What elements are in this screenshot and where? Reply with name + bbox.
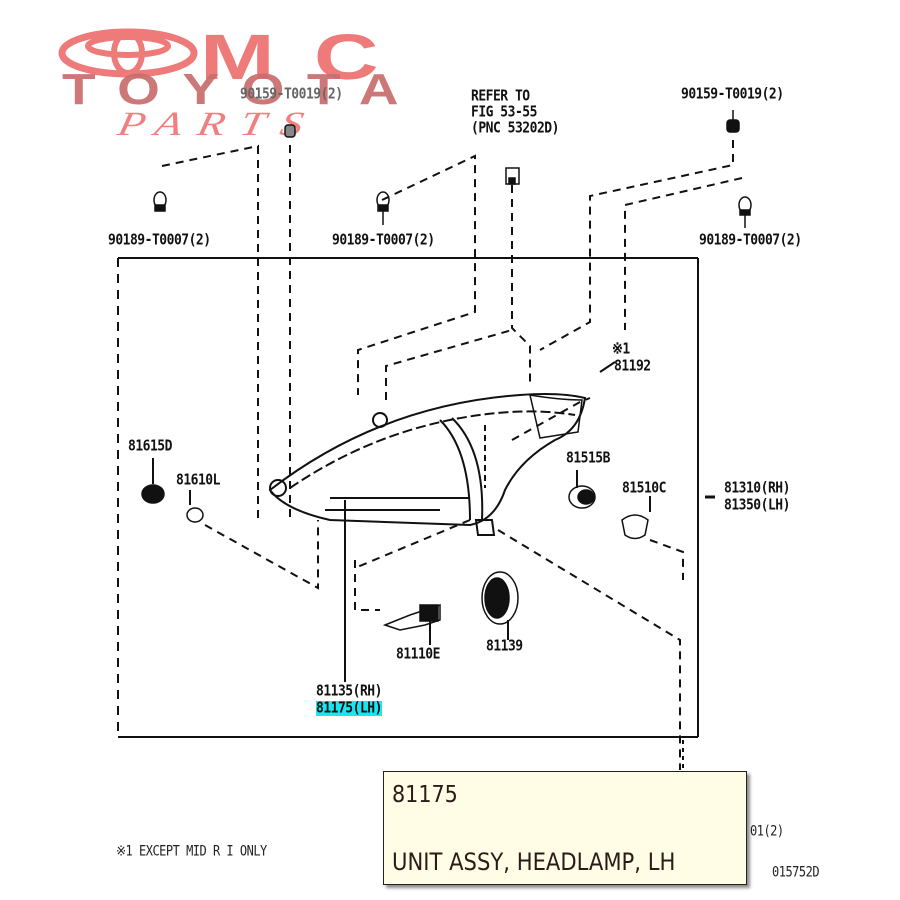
label-clip-left[interactable]: 90189-T0007(2) bbox=[108, 231, 211, 250]
label-81610[interactable]: 81610L bbox=[176, 471, 220, 490]
label-81110e[interactable]: 81110E bbox=[396, 645, 440, 664]
toyota-emblem-icon bbox=[58, 28, 198, 78]
bolt-icon-top-right bbox=[726, 110, 740, 133]
label-81615d[interactable]: 81615D bbox=[128, 437, 172, 456]
leader-clip-right bbox=[624, 177, 743, 330]
figure-code: 015752D bbox=[772, 863, 820, 881]
leader-bulb-81110e bbox=[354, 519, 471, 569]
label-refer-line3[interactable]: (PNC 53202D) bbox=[471, 119, 559, 138]
bulb-icon-81610 bbox=[186, 507, 204, 523]
label-refer-line2[interactable]: FIG 53-55 bbox=[471, 103, 537, 122]
leader-81610 bbox=[204, 520, 319, 590]
leader-clip-left bbox=[161, 144, 259, 520]
label-81310-rh[interactable]: 81310(RH) bbox=[724, 479, 790, 498]
label-top-left-bolt[interactable]: 90159-T0019(2) bbox=[240, 85, 343, 104]
leader-top-right-bolt bbox=[539, 140, 734, 351]
socket-icon-81615d bbox=[141, 484, 165, 504]
label-81510c[interactable]: 81510C bbox=[622, 479, 666, 498]
socket-icon-81515b bbox=[568, 485, 596, 509]
label-refer-line1: REFER TO bbox=[471, 87, 530, 106]
watermark-mc: MC bbox=[200, 21, 418, 93]
headlamp-assembly bbox=[268, 393, 587, 536]
bulb-icon-81510c bbox=[621, 514, 649, 540]
label-81515b[interactable]: 81515B bbox=[566, 449, 610, 468]
label-81175-lh-highlighted[interactable]: 81175(LH) bbox=[316, 699, 382, 718]
leader-81139 bbox=[497, 529, 681, 770]
leader-clip-middle bbox=[357, 154, 476, 395]
leader-81110e bbox=[354, 560, 380, 611]
bolt-icon-top-left bbox=[284, 124, 296, 138]
cover-icon-81139 bbox=[481, 571, 519, 625]
label-partial-bottom-right[interactable]: 01(2) bbox=[750, 822, 784, 840]
part-tooltip: 81175 UNIT ASSY, HEADLAMP, LH bbox=[383, 771, 747, 885]
clip-icon-middle bbox=[376, 191, 390, 225]
label-81192[interactable]: 81192 bbox=[614, 357, 651, 376]
tooltip-description: UNIT ASSY, HEADLAMP, LH bbox=[392, 848, 676, 876]
tooltip-part-number: 81175 bbox=[392, 782, 458, 808]
leader-clip-middle-2 bbox=[385, 329, 513, 400]
leader-81192 bbox=[511, 397, 591, 441]
bulb-icon-81110e bbox=[382, 603, 441, 631]
label-81135-rh[interactable]: 81135(RH) bbox=[316, 682, 382, 701]
label-clip-middle[interactable]: 90189-T0007(2) bbox=[332, 231, 435, 250]
label-clip-right[interactable]: 90189-T0007(2) bbox=[699, 231, 802, 250]
leader-81510c bbox=[649, 539, 684, 580]
note-marker: ※1 bbox=[612, 340, 630, 359]
footnote: ※1 EXCEPT MID R I ONLY bbox=[116, 842, 267, 860]
label-81350-lh[interactable]: 81350(LH) bbox=[724, 496, 790, 515]
clip-icon-right bbox=[738, 196, 752, 228]
watermark-toyota: TOYOTA bbox=[62, 65, 422, 114]
label-top-right-bolt[interactable]: 90159-T0019(2) bbox=[681, 85, 784, 104]
clip-icon-left bbox=[153, 191, 167, 212]
label-81139[interactable]: 81139 bbox=[486, 637, 523, 656]
leader-refer bbox=[511, 185, 531, 382]
screw-icon-refer bbox=[505, 167, 520, 185]
